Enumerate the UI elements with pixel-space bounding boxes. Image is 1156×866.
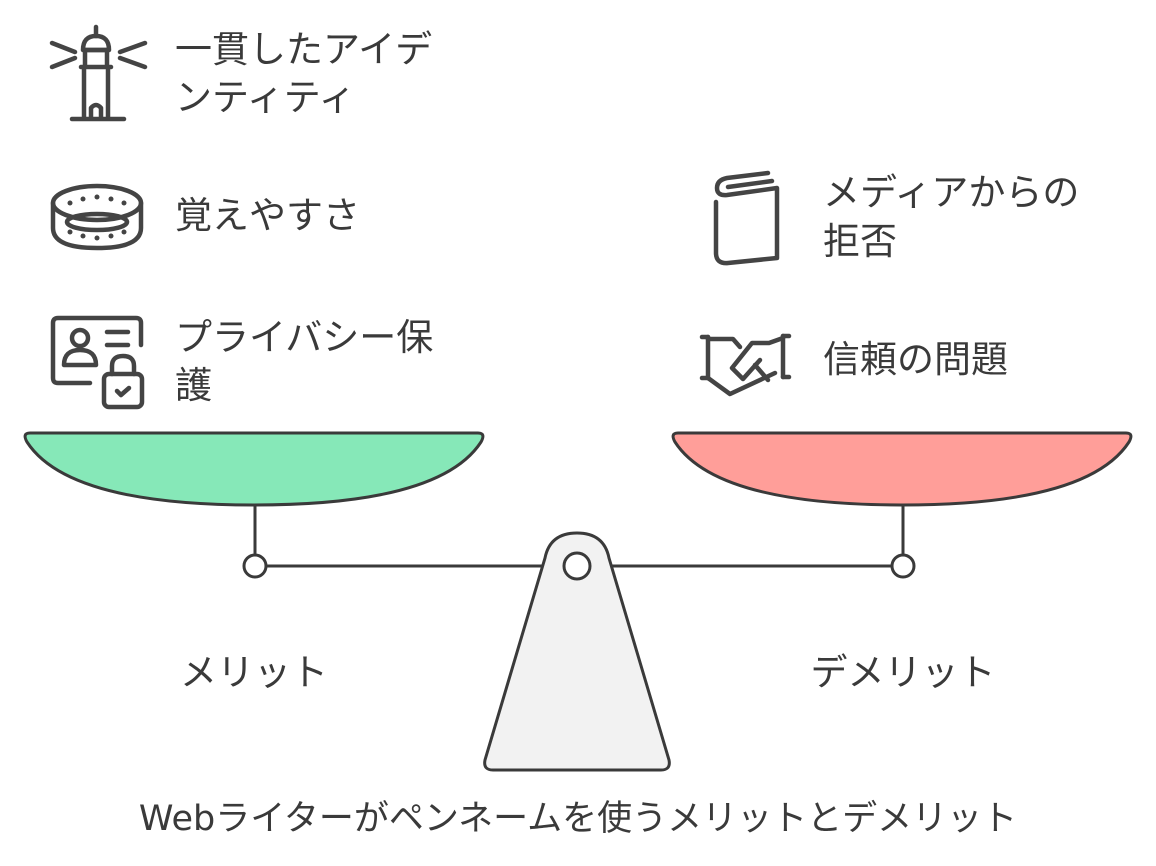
demerit-item-1-line-1: メディアからの bbox=[823, 171, 1079, 214]
merit-item-2: 覚えやすさ bbox=[175, 194, 360, 237]
merit-item-3-line-2: 護 bbox=[175, 364, 212, 407]
demerit-label: デメリット bbox=[811, 651, 996, 694]
diagram-title: Webライターがペンネームを使うメリットとデメリット bbox=[139, 799, 1017, 839]
lighthouse-icon bbox=[49, 24, 148, 122]
id-card-lock-icon bbox=[50, 315, 145, 410]
merit-label: メリット bbox=[180, 651, 328, 694]
book-icon bbox=[713, 170, 780, 266]
merit-pan bbox=[23, 431, 485, 507]
demerit-item-2: 信頼の問題 bbox=[823, 338, 1008, 381]
merit-item-3-line-1: プライバシー保 bbox=[175, 316, 433, 359]
merit-item-1-line-1: 一貫したアイデ bbox=[175, 28, 432, 71]
bracelet-icon bbox=[50, 183, 144, 251]
demerit-item-1-line-2: 拒否 bbox=[823, 220, 897, 263]
handshake-icon bbox=[699, 333, 792, 397]
pivot bbox=[562, 551, 592, 581]
fulcrum bbox=[483, 531, 671, 772]
demerit-pan bbox=[671, 431, 1133, 507]
merit-item-1-line-2: ンティティ bbox=[175, 76, 356, 119]
